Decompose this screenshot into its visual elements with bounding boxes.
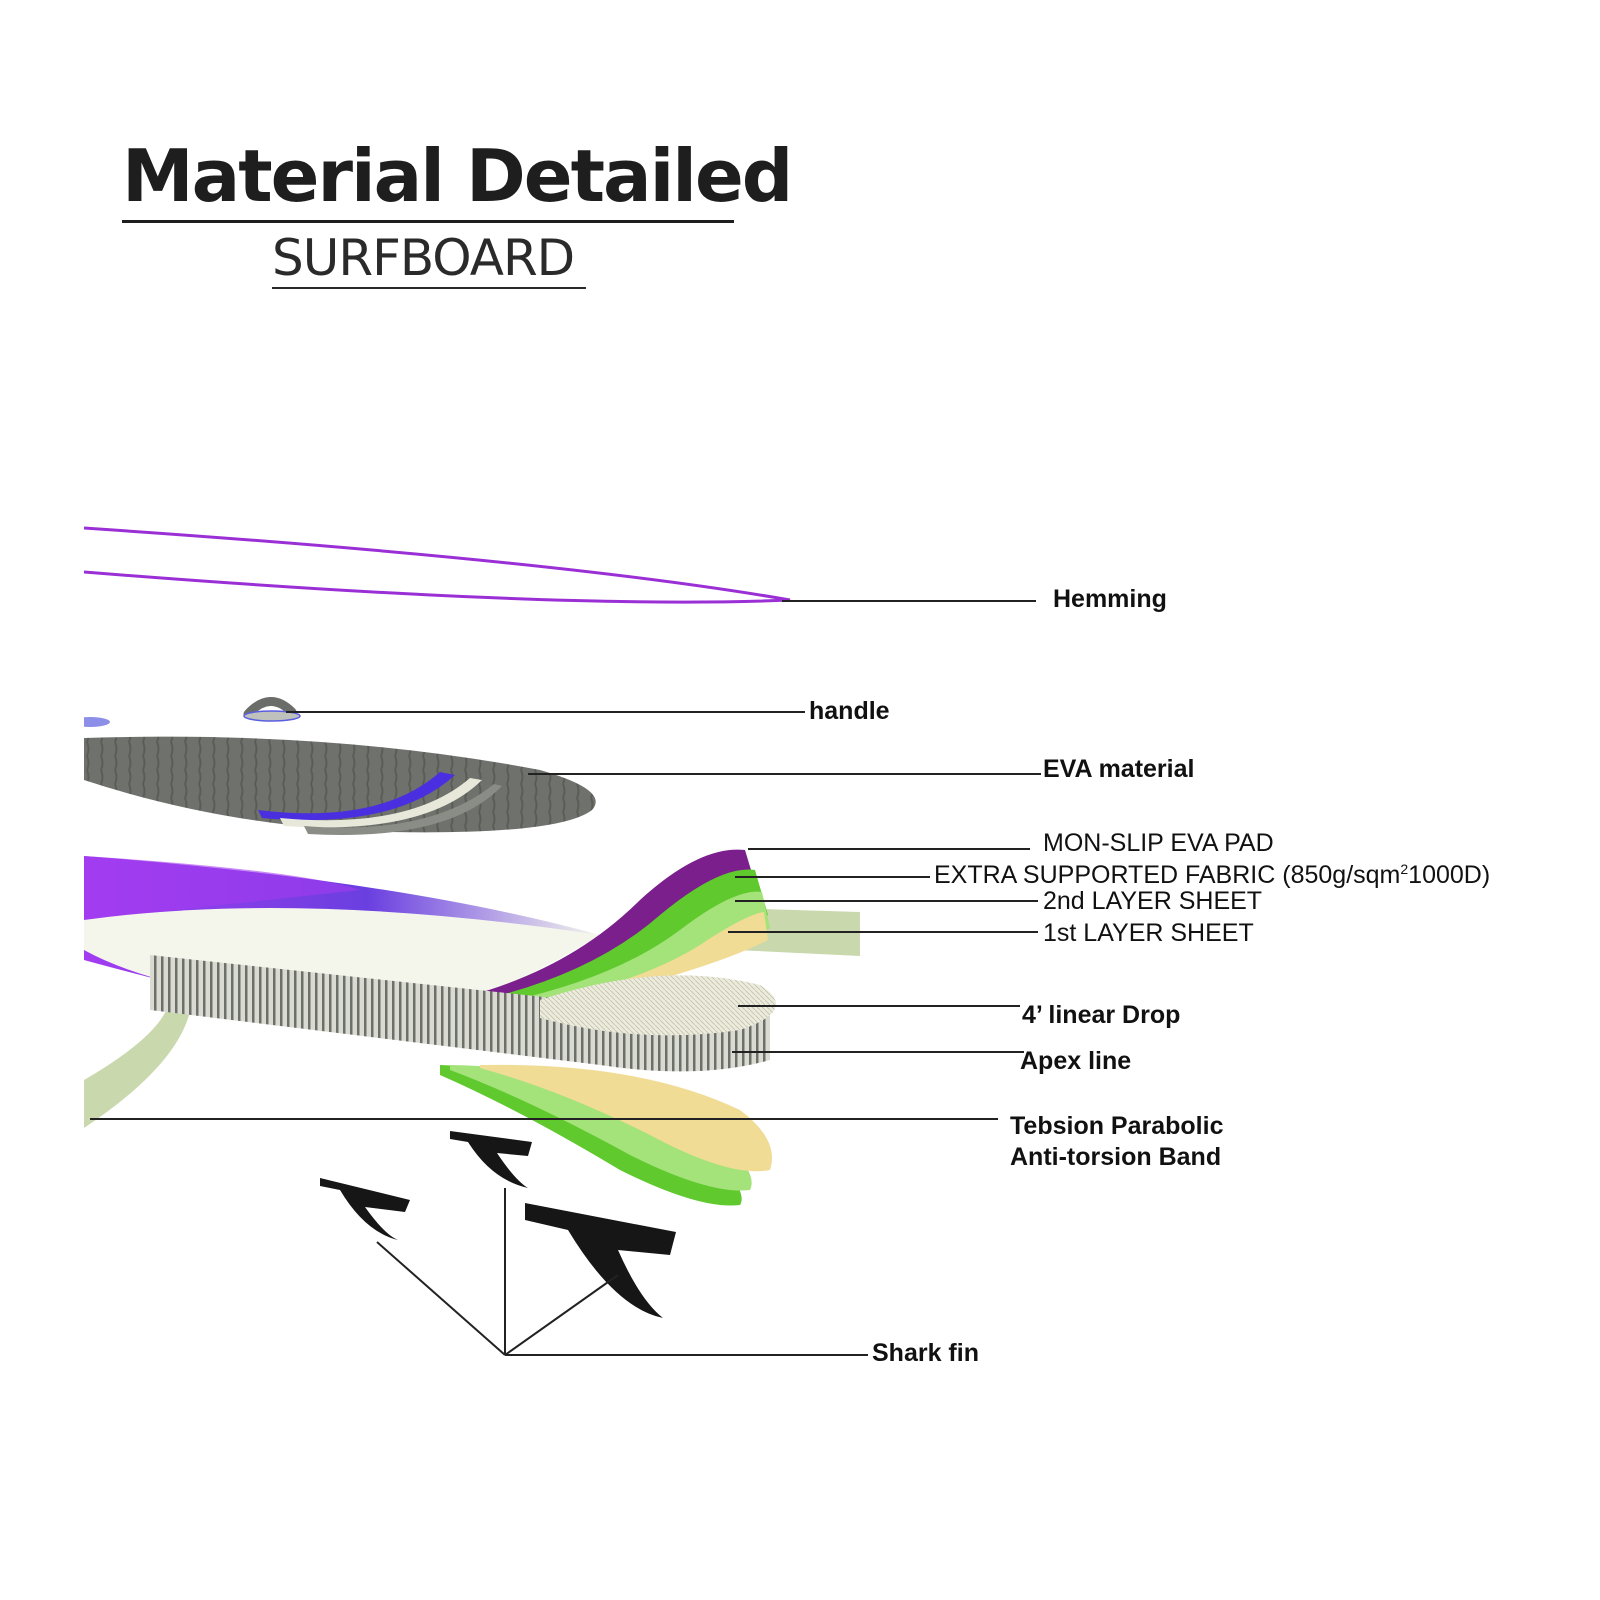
label-hemming: Hemming: [1053, 585, 1167, 613]
label-apex-line: Apex line: [1020, 1047, 1132, 1075]
title-underline: [122, 220, 734, 223]
layered-sheets-upper: [430, 849, 770, 1020]
handle-icon: [84, 697, 301, 727]
label-extra-fabric-name: EXTRA SUPPORTED FABRIC: [934, 861, 1276, 889]
label-handle: handle: [809, 697, 890, 725]
label-linear-drop: 4’ linear Drop: [1022, 1001, 1181, 1029]
label-extra-fabric: EXTRA SUPPORTED FABRIC (850g/sqm21000D): [934, 860, 1490, 891]
subtitle-underline: [272, 287, 586, 289]
label-non-slip-pad: MON-SLIP EVA PAD: [1043, 829, 1274, 857]
shark-fin-center-icon: [450, 1131, 532, 1188]
shark-fin-left-icon: [320, 1178, 410, 1240]
label-band-line1: Tebsion Parabolic: [1010, 1112, 1224, 1140]
diagram-subtitle: SURFBOARD: [272, 229, 575, 287]
shark-fin-right-icon: [525, 1203, 676, 1318]
label-eva-material: EVA material: [1043, 755, 1195, 783]
diagram-title: Material Detailed: [122, 134, 793, 218]
label-shark-fin: Shark fin: [872, 1339, 979, 1367]
label-extra-fabric-spec: (850g/sqm: [1282, 861, 1401, 889]
label-extra-fabric-sup: 2: [1400, 861, 1409, 877]
hemming-outline: [84, 526, 791, 604]
label-layer-1: 1st LAYER SHEET: [1043, 919, 1254, 947]
label-extra-fabric-denier: 1000D): [1408, 861, 1491, 889]
eva-deck-pad: [84, 736, 596, 835]
label-band-line2: Anti-torsion Band: [1010, 1143, 1222, 1171]
layered-sheets-lower: [440, 1064, 772, 1206]
leader-lines: [90, 600, 1041, 1356]
drop-stitch-core: [150, 955, 776, 1072]
label-layer-2: 2nd LAYER SHEET: [1043, 887, 1263, 915]
